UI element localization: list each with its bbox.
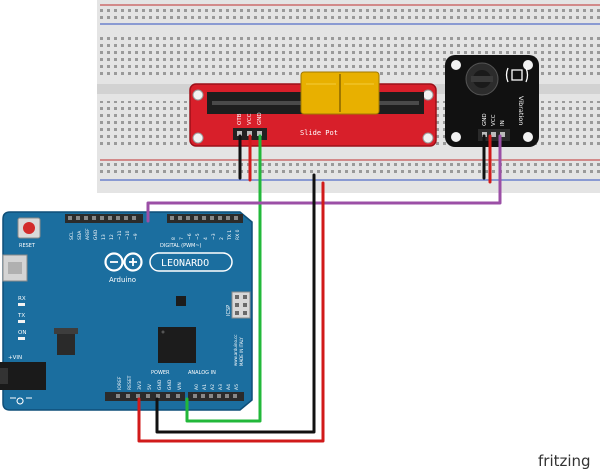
vin-label: +VIN [8, 355, 22, 361]
analog-pin-label: A2 [210, 384, 216, 390]
digital-pin-label: ~11 [117, 230, 123, 240]
icsp-header [231, 291, 251, 319]
rx-led [18, 303, 25, 306]
digital-pin-label: 8 [171, 237, 177, 240]
power-pin-label: 3V3 [137, 381, 143, 390]
mount-hole [451, 132, 461, 142]
digital-pin-label: TX 1 [227, 230, 233, 241]
digital-pin-label: ~9 [133, 233, 139, 240]
power-header [105, 392, 185, 401]
power-header-label: POWER [151, 370, 170, 376]
power-pin-label: IOREF [117, 376, 123, 390]
power-pin-label: GND [157, 379, 163, 390]
model-badge: LEONARDO [149, 252, 233, 272]
polarity-icon [10, 397, 32, 405]
slide-pot-pin-label: VCC [247, 113, 253, 125]
vibration-pin-label: GND [482, 113, 488, 126]
digital-pin-label: 7 [179, 237, 185, 240]
small-chip [176, 296, 186, 306]
digital-pin-label: SDA [77, 230, 83, 240]
analog-header [188, 392, 244, 401]
brand-label: Arduino [109, 276, 136, 284]
power-pin-label: GND [167, 379, 173, 390]
dc-power-jack [0, 362, 46, 390]
digital-pin-label: GND [93, 229, 99, 240]
power-pin-label: VIN [177, 382, 183, 390]
power-pin-label: RESET [127, 375, 133, 390]
slide-pot-pin-label: OTB [237, 113, 243, 125]
analog-header-label: ANALOG IN [188, 370, 216, 376]
side-text: www.arduino.cc [233, 334, 238, 366]
arduino-logo [104, 252, 143, 272]
side-text: MADE IN ITALY [239, 337, 244, 366]
wires [137, 134, 502, 443]
analog-pin-label: A3 [218, 384, 224, 390]
wire-slide-pot-signal[interactable] [185, 134, 262, 423]
mount-hole [523, 132, 533, 142]
vibration-label: Vibration [517, 96, 525, 125]
digital-pin-label: 2 [219, 237, 225, 240]
wire-power[interactable] [137, 181, 325, 443]
tx-led [18, 320, 25, 323]
mount-hole [523, 60, 533, 70]
mount-hole [422, 89, 434, 101]
digital-pin-label: 12 [109, 234, 115, 240]
vibration-pin-label: VCC [491, 114, 497, 126]
vibration-module: GND VCC IN Vibration [445, 55, 539, 147]
digital-pin-label: RX 0 [235, 229, 241, 240]
analog-pin-label: A4 [226, 384, 232, 390]
reset-button[interactable] [17, 217, 41, 239]
analog-pin-label: A5 [234, 384, 240, 390]
digital-pin-label: AREF [85, 228, 91, 240]
digital-pin-label: ~3 [211, 233, 217, 240]
digital-header-label: DIGITAL (PWM~) [160, 243, 202, 249]
digital-pin-label: 13 [101, 234, 107, 240]
icsp-label: ICSP [226, 305, 232, 316]
mount-hole [192, 89, 204, 101]
vibration-icon [505, 67, 529, 83]
microcontroller-chip [158, 327, 196, 363]
arduino-leonardo: SCL SDA AREF GND 13 12 ~11 ~10 ~9 8 7 ~6… [0, 211, 253, 411]
on-led [18, 337, 25, 340]
led-label: ON [18, 330, 26, 336]
fritzing-watermark: fritzing [538, 452, 591, 470]
mount-hole [422, 132, 434, 144]
analog-pin-label: A0 [194, 384, 200, 390]
reset-label: RESET [19, 243, 36, 249]
power-pin-label: 5V [147, 383, 153, 390]
model-label: LEONARDO [161, 258, 209, 269]
slide-potentiometer: OTB VCC GND Slide Pot [189, 71, 437, 147]
voltage-regulator [54, 328, 78, 355]
analog-pin-label: A1 [202, 384, 208, 390]
led-label: TX [17, 313, 25, 319]
digital-pin-label: 4 [203, 237, 209, 240]
slide-pot-pin-label: GND [257, 112, 263, 125]
mount-hole [192, 132, 204, 144]
slide-pot-label: Slide Pot [300, 129, 338, 137]
led-label: RX [18, 296, 26, 302]
mount-hole [451, 60, 461, 70]
digital-pin-label: ~5 [195, 233, 201, 240]
digital-pin-label: ~10 [125, 230, 131, 240]
vibration-pin-label: IN [500, 120, 506, 126]
digital-pin-label: SCL [69, 231, 75, 240]
wire-ground[interactable] [155, 173, 316, 434]
digital-pin-label: ~6 [187, 233, 193, 240]
usb-connector [2, 254, 28, 282]
